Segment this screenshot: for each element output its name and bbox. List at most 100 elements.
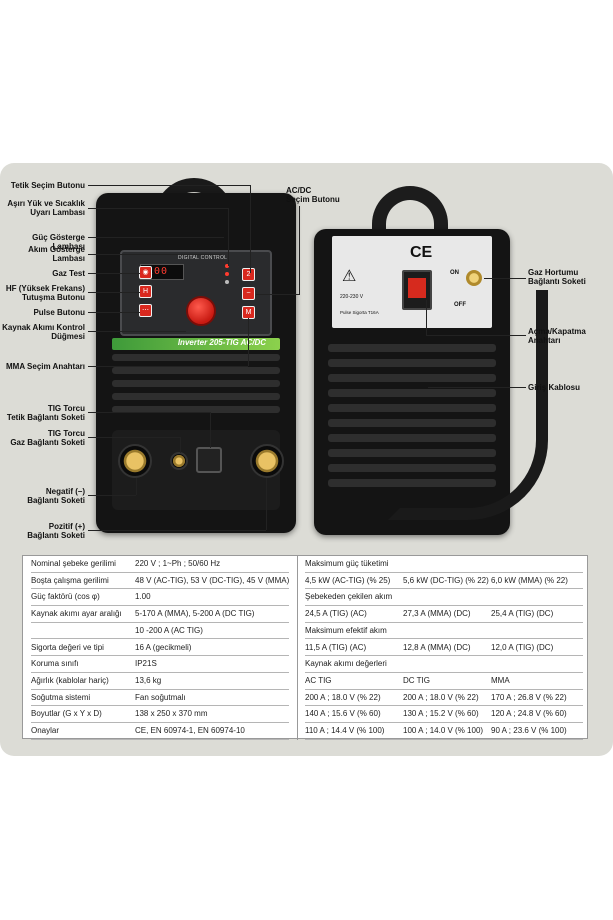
callout-gas-hose: Gaz Hortumu Bağlantı Soketi: [528, 268, 586, 286]
spec-cell: 24,5 A (TIG) (AC): [305, 609, 367, 619]
spec-label: Koruma sınıfı: [31, 659, 79, 669]
spec-cell: Maksimum güç tüketimi: [305, 559, 389, 568]
spec-value: 16 A (gecikmeli): [135, 642, 192, 652]
spec-cell: 130 A ; 15.2 V (% 60): [403, 709, 479, 719]
trigger-button[interactable]: 2: [242, 268, 255, 281]
spec-left-row: Sigorta değeri ve tipi 16 A (gecikmeli): [31, 640, 289, 657]
warning-icon: ⚠: [342, 268, 357, 285]
front-vents: [112, 354, 280, 426]
spec-value: 220 V ; 1~Ph ; 50/60 Hz: [135, 559, 221, 568]
spec-cell: 90 A ; 23.6 V (% 100): [491, 726, 567, 735]
spec-cell: 100 A ; 14.0 V (% 100): [403, 726, 484, 735]
spec-cell: 140 A ; 15.6 V (% 60): [305, 709, 381, 719]
brand-strip: Inverter 205-TIG AC/DC: [112, 338, 280, 350]
tig-trigger-socket: [196, 447, 222, 473]
pulse-button[interactable]: ⋯: [139, 304, 152, 317]
spec-label: Nominal şebeke gerilimi: [31, 559, 116, 568]
gas-hose-socket: [466, 270, 482, 286]
power-led: [225, 272, 229, 276]
callout-overheat: Aşırı Yük ve Sıcaklık Uyarı Lambası: [7, 199, 85, 217]
spec-cell: 200 A ; 18.0 V (% 22): [305, 692, 381, 702]
callout-input-cable: Giriş Kablosu: [528, 383, 581, 392]
spec-label: Soğutma sistemi: [31, 692, 91, 702]
spec-label: Güç faktörü (cos φ): [31, 592, 100, 602]
spec-label: Onaylar: [31, 726, 60, 735]
spec-cell: 12,0 A (TIG) (DC): [491, 642, 554, 652]
tig-gas-socket: [170, 452, 188, 470]
spec-label: Kaynak akımı ayar aralığı: [31, 609, 122, 619]
rear-on-label: ON: [450, 270, 459, 276]
spec-value: 13,6 kg: [135, 675, 162, 685]
spec-right-row: 200 A ; 18.0 V (% 22) 200 A ; 18.0 V (% 2…: [305, 690, 583, 707]
callout-knob: Kaynak Akımı Kontrol Düğmesi: [2, 323, 85, 341]
callout-gas-test: Gaz Test: [52, 269, 85, 278]
spec-left-row: Nominal şebeke gerilimi 220 V ; 1~Ph ; 50…: [31, 556, 289, 573]
spec-label: Ağırlık (kablolar hariç): [31, 675, 109, 685]
hf-button[interactable]: H: [139, 285, 152, 298]
spec-cell: 5,6 kW (DC-TIG) (% 22): [403, 575, 489, 585]
spec-cell: DC TIG: [403, 675, 430, 685]
spec-value: 10 -200 A (AC TIG): [135, 625, 203, 635]
spec-cell: 25,4 A (TIG) (DC): [491, 609, 554, 619]
spec-cell: 27,3 A (MMA) (DC): [403, 609, 471, 619]
callout-onoff: Açma/Kapatma Anahtarı: [528, 327, 586, 345]
spec-value: IP21S: [135, 659, 157, 669]
spec-cell: 120 A ; 24.8 V (% 60): [491, 709, 567, 719]
spec-value: 5-170 A (MMA), 5-200 A (DC TIG): [135, 609, 255, 619]
callout-power-lamp: Güç Gösterge Lambası: [32, 233, 85, 251]
callout-tig-trigger: TIG Torcu Tetik Bağlantı Soketi: [6, 404, 85, 422]
spec-cell: Kaynak akımı değerleri: [305, 659, 387, 669]
callout-mma: MMA Seçim Anahtarı: [6, 362, 85, 371]
spec-right-row: 4,5 kW (AC-TIG) (% 25)5,6 kW (DC-TIG) (%…: [305, 573, 583, 590]
spec-value: 138 x 250 x 370 mm: [135, 709, 208, 719]
spec-left-row: 10 -200 A (AC TIG): [31, 623, 289, 640]
spec-value: 1.00: [135, 592, 151, 602]
callout-negative: Negatif (–) Bağlantı Soketi: [27, 487, 85, 505]
rear-voltage: 220-230 V: [340, 294, 364, 300]
spec-left-row: Soğutma sistemi Fan soğutmalı: [31, 690, 289, 707]
spec-cell: AC TIG: [305, 675, 332, 685]
spec-right-row: 24,5 A (TIG) (AC) 27,3 A (MMA) (DC) 25,4 A…: [305, 606, 583, 623]
gas-test-button[interactable]: ◉: [139, 266, 152, 279]
spec-right-row: Kaynak akımı değerleri: [305, 656, 583, 673]
spec-right-row: Maksimum güç tüketimi: [305, 556, 583, 573]
ce-mark: CE: [410, 244, 433, 261]
input-cable: [388, 290, 548, 520]
spec-label: Boyutlar (G x Y x D): [31, 709, 102, 719]
spec-left-row: Kaynak akımı ayar aralığı 5-170 A (MMA), …: [31, 606, 289, 623]
overheat-led: [225, 264, 229, 268]
acdc-button[interactable]: ~: [242, 287, 255, 300]
spec-cell: 11,5 A (TIG) (AC): [305, 642, 367, 652]
spec-left-row: Ağırlık (kablolar hariç) 13,6 kg: [31, 673, 289, 690]
spec-table: Nominal şebeke gerilimi 220 V ; 1~Ph ; 50…: [22, 555, 588, 740]
spec-left-row: Koruma sınıfı IP21S: [31, 656, 289, 673]
spec-right-row: Maksimum efektif akım: [305, 623, 583, 640]
callout-pulse: Pulse Butonu: [33, 308, 85, 317]
spec-cell: 6,0 kW (MMA) (% 22): [491, 575, 568, 585]
current-control-knob[interactable]: [186, 296, 216, 326]
callout-positive: Pozitif (+) Bağlantı Soketi: [27, 522, 85, 540]
spec-value: Fan soğutmalı: [135, 692, 186, 702]
callout-acdc: AC/DC Seçim Butonu: [286, 186, 340, 204]
spec-right-row: 11,5 A (TIG) (AC) 12,8 A (MMA) (DC) 12,0 A…: [305, 640, 583, 657]
negative-socket: [118, 444, 152, 478]
spec-right-row: Şebekeden çekilen akım: [305, 589, 583, 607]
spec-right-row: 140 A ; 15.6 V (% 60) 130 A ; 15.2 V (% 6…: [305, 706, 583, 723]
brand-strip-text: Inverter 205-TIG AC/DC: [177, 338, 266, 347]
callout-tig-gas: TIG Torcu Gaz Bağlantı Soketi: [10, 429, 85, 447]
positive-socket: [250, 444, 284, 478]
spec-label: Sigorta değeri ve tipi: [31, 642, 104, 652]
spec-left-row: Boyutlar (G x Y x D) 138 x 250 x 370 mm: [31, 706, 289, 723]
rear-fuse: Pulse Sigorta T16A: [340, 310, 379, 315]
callout-hf: HF (Yüksek Frekans) Tutuşma Butonu: [5, 284, 85, 302]
spec-cell: 110 A ; 14.4 V (% 100): [305, 726, 385, 735]
current-led: [225, 280, 229, 284]
spec-cell: 12,8 A (MMA) (DC): [403, 642, 471, 652]
spec-cell: 200 A ; 18.0 V (% 22): [403, 692, 479, 702]
spec-cell: 170 A ; 26.8 V (% 22): [491, 692, 567, 702]
callout-current-lamp: Akım Gösterge Lambası: [28, 245, 85, 263]
spec-label: Boşta çalışma gerilimi: [31, 575, 109, 585]
